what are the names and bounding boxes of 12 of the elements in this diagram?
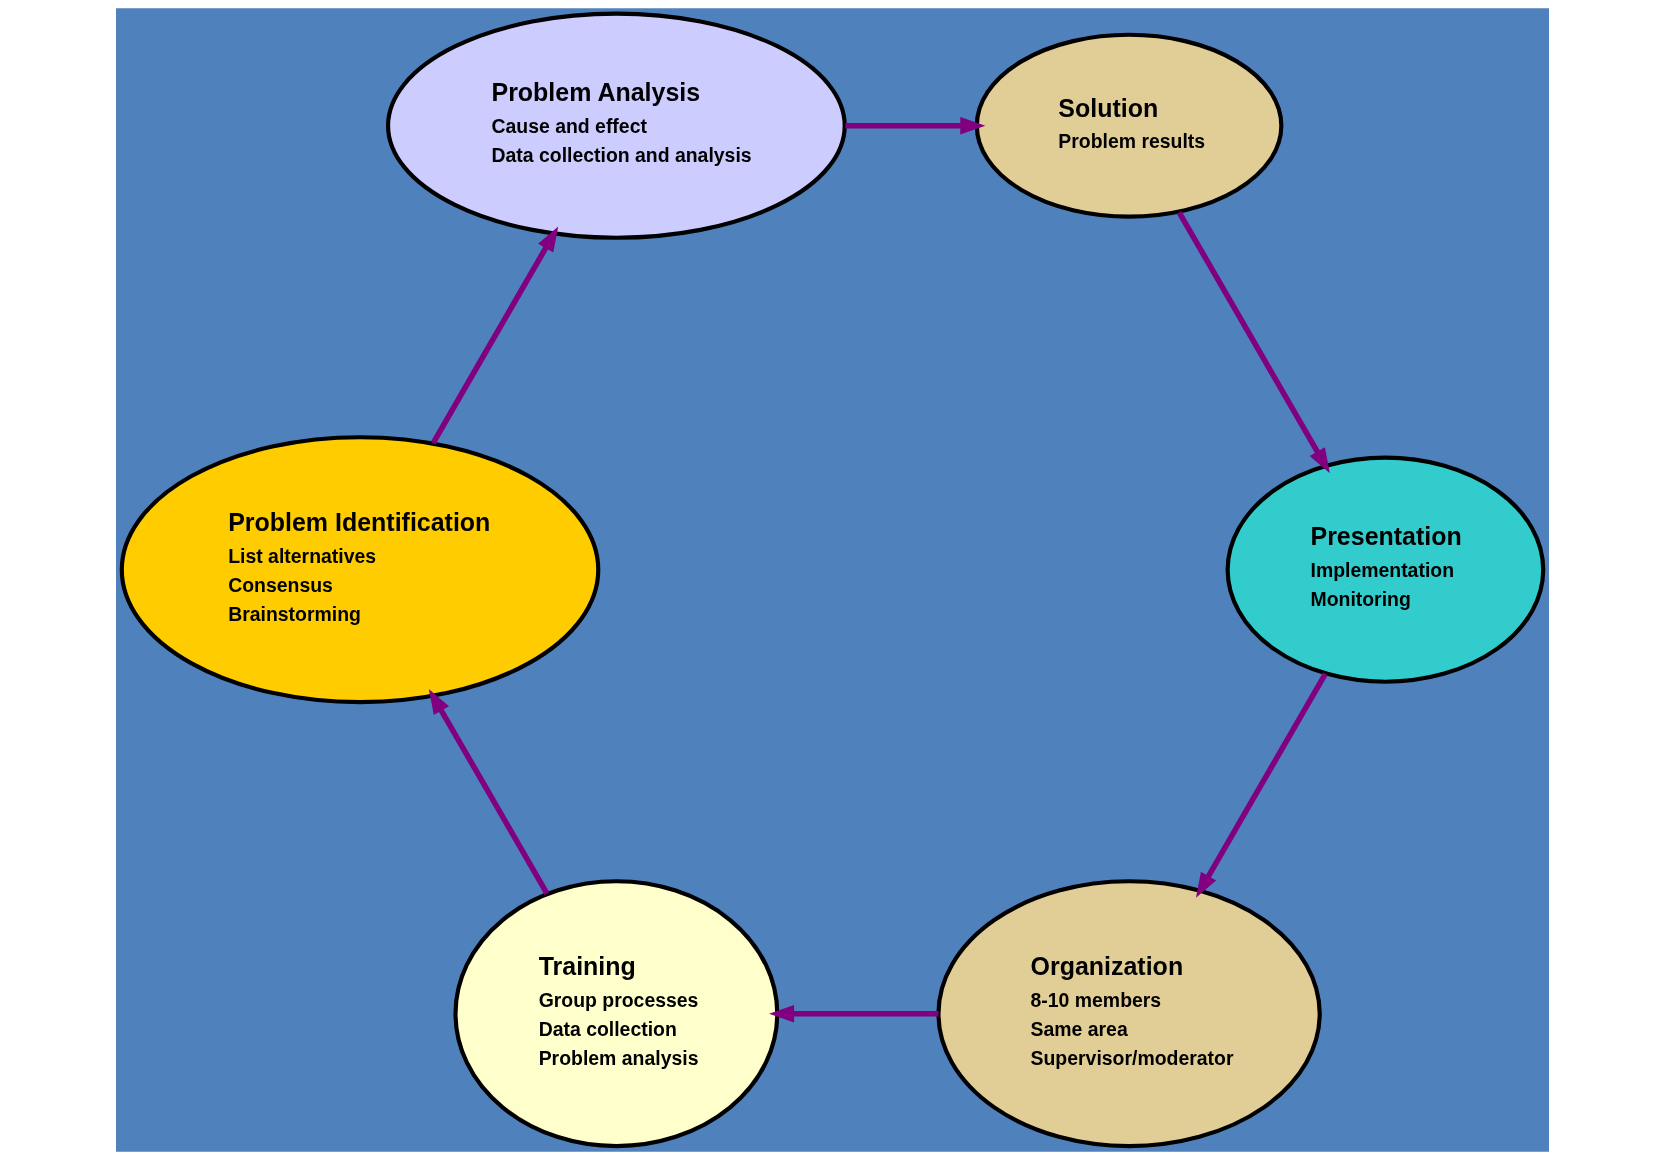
node-ellipse: Problem Analysis Cause and effect Data collection and analysis xyxy=(385,11,847,240)
arrow xyxy=(430,226,558,445)
node-ellipse: Problem Identification List alternatives Consensus Brainstorming xyxy=(119,435,600,705)
node-ellipse: Presentation Implementation Monitoring xyxy=(1225,455,1545,684)
arrow xyxy=(1176,210,1330,474)
node-ellipse: Solution Problem results xyxy=(974,32,1283,219)
arrow xyxy=(428,688,549,895)
arrow xyxy=(1195,672,1328,898)
arrow xyxy=(844,116,985,135)
node-ellipse: Training Group processes Data collection Problem analysis xyxy=(452,879,779,1149)
arrow xyxy=(768,1004,939,1023)
node-ellipse: Organization 8-10 members Same area Supervisor/moderator xyxy=(935,879,1322,1149)
